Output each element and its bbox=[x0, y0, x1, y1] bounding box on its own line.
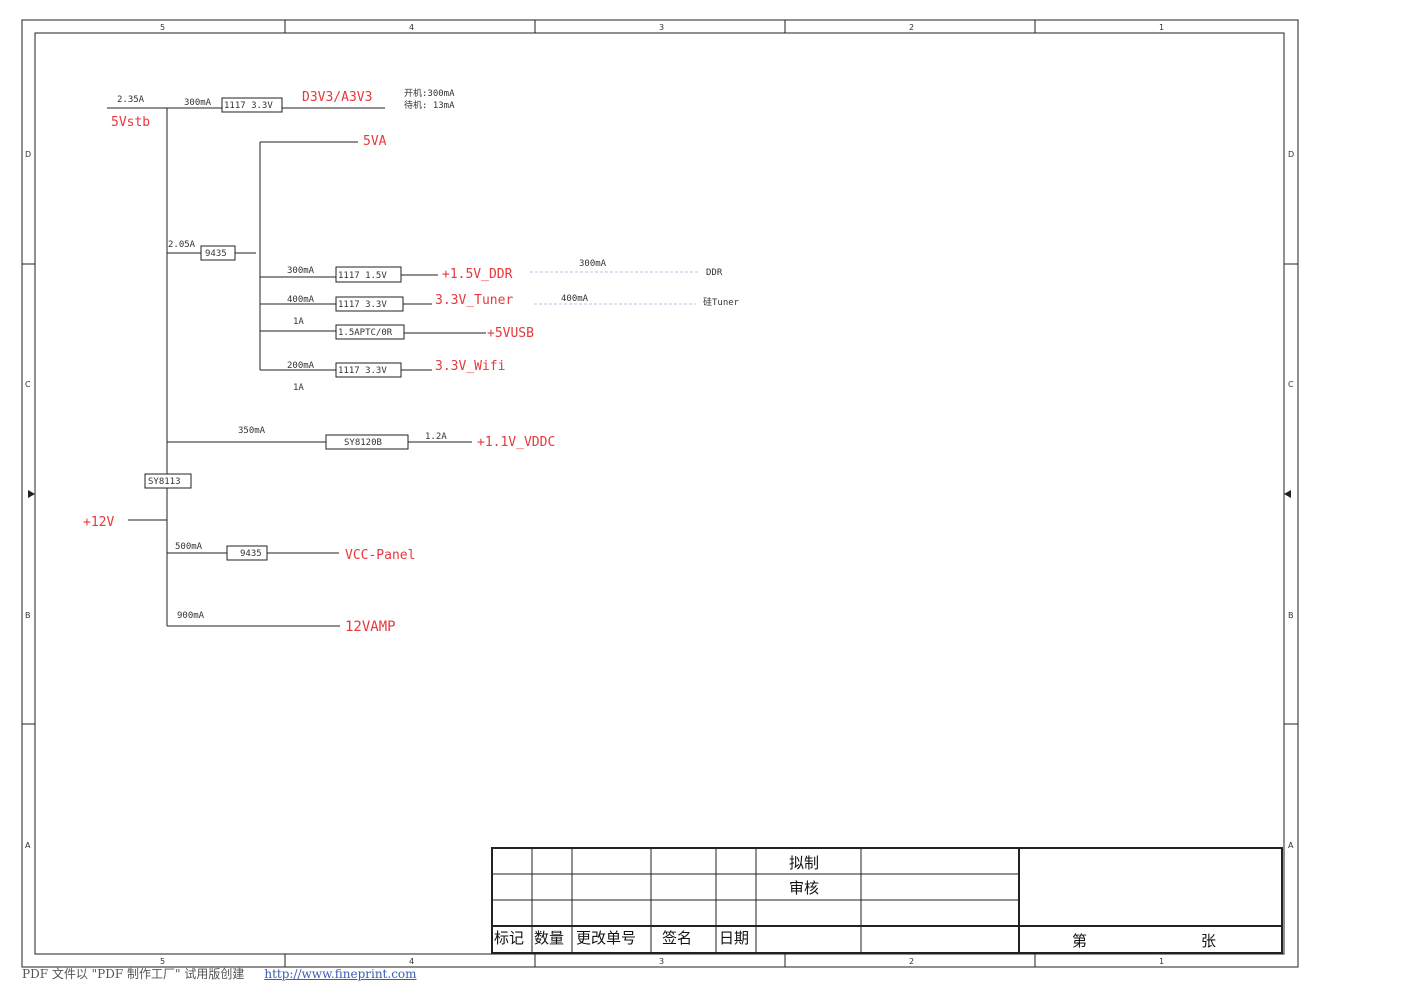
title-block-header-mark: 标记 bbox=[494, 929, 524, 947]
ldo-ddr-box bbox=[335, 266, 402, 283]
zone-row-right-c: C bbox=[1288, 380, 1294, 389]
title-block-header-qty: 数量 bbox=[534, 929, 564, 947]
net-d3v3: D3V3/A3V3 bbox=[302, 90, 372, 105]
net-ddr: +1.5V_DDR bbox=[442, 267, 513, 282]
center-mark-left bbox=[28, 490, 35, 498]
zone-col-bot-5: 1 bbox=[1159, 957, 1164, 966]
net-5vstb: 5Vstb bbox=[111, 115, 150, 130]
zone-col-bot-4: 2 bbox=[909, 957, 914, 966]
inner-border bbox=[34, 32, 1285, 955]
ldo-wifi-label: 1117 3.3V bbox=[338, 366, 387, 376]
net-tuner: 3.3V_Tuner bbox=[435, 293, 513, 308]
title-block-draft: 拟制 bbox=[789, 854, 819, 872]
current-d3v3: 300mA bbox=[184, 98, 212, 108]
switch-9435-b-box bbox=[226, 545, 268, 561]
zone-row-left-a: A bbox=[25, 841, 31, 850]
ldo-d3v3-label: 1117 3.3V bbox=[224, 101, 273, 111]
net-panel: VCC-Panel bbox=[345, 548, 415, 563]
zone-col-top-2: 4 bbox=[409, 23, 414, 32]
current-vddc-out: 1.2A bbox=[425, 432, 447, 442]
zone-col-bot-3: 3 bbox=[659, 957, 664, 966]
ldo-wifi-box bbox=[335, 362, 402, 378]
zone-col-bot-1: 5 bbox=[160, 957, 165, 966]
footer-link[interactable]: http://www.fineprint.com bbox=[264, 967, 417, 981]
zone-col-top-3: 3 bbox=[659, 23, 664, 32]
net-5va: 5VA bbox=[363, 134, 387, 149]
current-ddr-load: 300mA bbox=[579, 259, 607, 269]
net-vddc: +1.1V_VDDC bbox=[477, 435, 555, 450]
ldo-tuner-box bbox=[335, 296, 404, 312]
footer: PDF 文件以 "PDF 制作工厂" 试用版创建 http://www.finep… bbox=[22, 965, 417, 982]
zone-row-right-a: A bbox=[1288, 841, 1294, 850]
current-vddc-in: 350mA bbox=[238, 426, 266, 436]
center-mark-right bbox=[1284, 490, 1291, 498]
load-dashed-lines bbox=[530, 271, 700, 305]
title-block-sheets: 张 bbox=[1201, 932, 1216, 950]
switch-9435-b-label: 9435 bbox=[240, 549, 262, 559]
title-block-header-sign: 签名 bbox=[662, 929, 692, 947]
ldo-d3v3-box bbox=[221, 97, 283, 113]
net-amp: 12VAMP bbox=[345, 619, 396, 635]
current-9435-branch: 2.05A bbox=[168, 240, 196, 250]
zone-row-left-c: C bbox=[25, 380, 31, 389]
current-tuner-load: 400mA bbox=[561, 294, 589, 304]
switch-9435-a-box bbox=[200, 245, 236, 261]
zone-dividers bbox=[22, 20, 1298, 967]
zone-row-left-b: B bbox=[25, 611, 31, 620]
net-12v: +12V bbox=[83, 515, 114, 530]
dcdc-vddc-label: SY8120B bbox=[344, 438, 382, 448]
current-usb: 1A bbox=[293, 317, 304, 327]
usb-ptc-label: 1.5APTC/0R bbox=[338, 328, 393, 338]
title-block bbox=[491, 847, 1283, 954]
title-block-review: 审核 bbox=[789, 879, 819, 897]
dcdc-main-label: SY8113 bbox=[148, 477, 181, 487]
zone-col-bot-2: 4 bbox=[409, 957, 414, 966]
dcdc-vddc-box bbox=[325, 434, 409, 450]
net-usb: +5VUSB bbox=[487, 326, 534, 341]
current-ddr: 300mA bbox=[287, 266, 315, 276]
current-amp: 900mA bbox=[177, 611, 205, 621]
current-panel: 500mA bbox=[175, 542, 203, 552]
note-standby: 待机: 13mA bbox=[404, 99, 455, 111]
ldo-ddr-label: 1117 1.5V bbox=[338, 271, 387, 281]
note-power-on: 开机:300mA bbox=[404, 87, 455, 99]
current-wifi-sub: 1A bbox=[293, 383, 304, 393]
current-wifi: 200mA bbox=[287, 361, 315, 371]
zone-row-left-d: D bbox=[25, 150, 31, 159]
current-tuner: 400mA bbox=[287, 295, 315, 305]
dcdc-main-box bbox=[144, 473, 192, 489]
note-ddr-target: DDR bbox=[706, 268, 723, 278]
usb-ptc-box bbox=[335, 324, 405, 340]
zone-row-right-d: D bbox=[1288, 150, 1294, 159]
title-block-header-date: 日期 bbox=[719, 929, 749, 947]
outer-border bbox=[21, 19, 1299, 968]
title-block-sheet: 第 bbox=[1072, 932, 1087, 950]
wiring bbox=[107, 107, 486, 627]
ldo-tuner-label: 1117 3.3V bbox=[338, 300, 387, 310]
zone-col-top-5: 1 bbox=[1159, 23, 1164, 32]
footer-text: PDF 文件以 "PDF 制作工厂" 试用版创建 bbox=[22, 967, 245, 981]
note-tuner-target: 硅Tuner bbox=[703, 296, 740, 308]
switch-9435-a-label: 9435 bbox=[205, 249, 227, 259]
component-boxes bbox=[144, 97, 409, 561]
title-block-header-change: 更改单号 bbox=[576, 929, 636, 947]
zone-row-right-b: B bbox=[1288, 611, 1294, 620]
current-stb-in: 2.35A bbox=[117, 95, 145, 105]
net-wifi: 3.3V_Wifi bbox=[435, 359, 505, 374]
zone-col-top-4: 2 bbox=[909, 23, 914, 32]
zone-col-top-1: 5 bbox=[160, 23, 165, 32]
